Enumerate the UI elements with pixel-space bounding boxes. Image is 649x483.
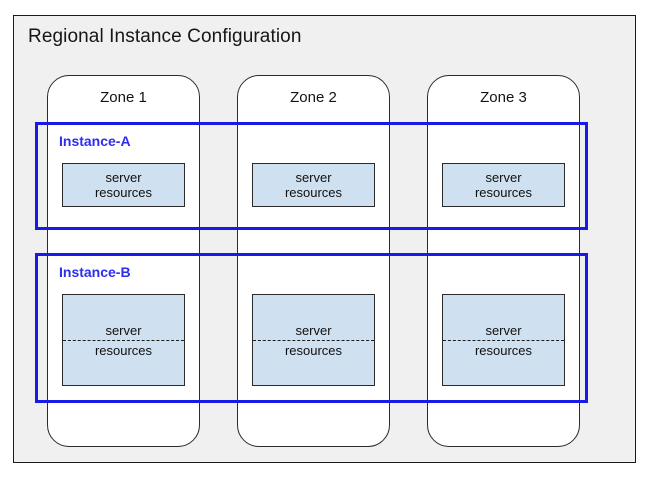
- resource-label-line2: resources: [284, 343, 343, 358]
- resource-box-a-zone2[interactable]: server resources: [252, 163, 375, 207]
- zone-label-3: Zone 3: [480, 89, 527, 106]
- resource-label-line2: resources: [474, 185, 533, 200]
- resource-label-line1: server: [295, 170, 332, 185]
- resource-divider-dashed: [253, 340, 374, 341]
- instance-b-label: Instance-B: [59, 264, 131, 280]
- instance-group-a[interactable]: Instance-A: [35, 122, 588, 230]
- resource-label-line2: resources: [94, 343, 153, 358]
- instance-group-b[interactable]: Instance-B: [35, 253, 588, 403]
- resource-label-line2: resources: [94, 185, 153, 200]
- resource-label-line1: server: [295, 323, 332, 338]
- resource-box-b-zone2[interactable]: server resources: [252, 294, 375, 386]
- page-title: Regional Instance Configuration: [28, 26, 302, 47]
- resource-label-line2: resources: [474, 343, 533, 358]
- instance-a-label: Instance-A: [59, 133, 131, 149]
- resource-label-line2: resources: [284, 185, 343, 200]
- resource-label-line1: server: [485, 323, 522, 338]
- resource-box-b-zone3[interactable]: server resources: [442, 294, 565, 386]
- resource-box-a-zone3[interactable]: server resources: [442, 163, 565, 207]
- resource-label-line1: server: [105, 323, 142, 338]
- resource-box-b-zone1[interactable]: server resources: [62, 294, 185, 386]
- zone-label-1: Zone 1: [100, 89, 147, 106]
- resource-divider-dashed: [443, 340, 564, 341]
- resource-label-line1: server: [485, 170, 522, 185]
- resource-label-line1: server: [105, 170, 142, 185]
- zone-label-2: Zone 2: [290, 89, 337, 106]
- resource-box-a-zone1[interactable]: server resources: [62, 163, 185, 207]
- resource-divider-dashed: [63, 340, 184, 341]
